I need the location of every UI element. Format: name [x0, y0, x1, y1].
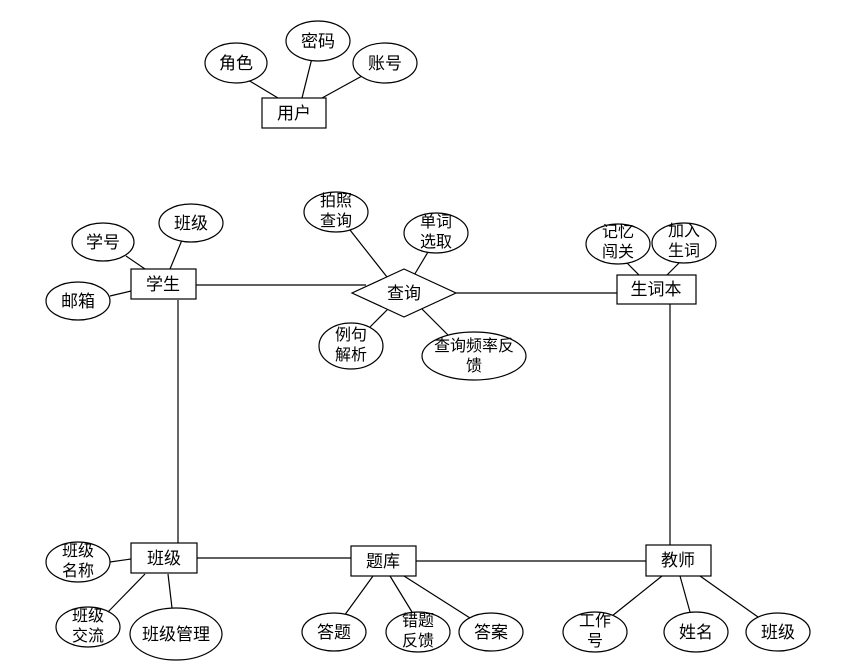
- entity-student-label: 学生: [146, 275, 180, 294]
- entity-vocab-book-label: 生词本: [631, 280, 682, 299]
- line-bank-wrong: [389, 575, 413, 613]
- svg-text:班级: 班级: [174, 214, 208, 233]
- relationship-query-label: 查询: [387, 284, 421, 303]
- attr-class-name: 班级 名称: [45, 541, 111, 583]
- svg-text:角色: 角色: [219, 54, 253, 73]
- svg-text:姓名: 姓名: [679, 623, 713, 642]
- line-query-example: [369, 308, 389, 328]
- connector-lines: [105, 57, 759, 619]
- line-vocab-add: [665, 261, 681, 277]
- line-class-manage: [167, 573, 173, 609]
- entity-class-label: 班级: [147, 549, 181, 568]
- line-vocab-memory: [625, 261, 641, 277]
- line-bank-answer: [343, 575, 374, 617]
- svg-text:账号: 账号: [368, 54, 402, 73]
- entity-user-label: 用户: [277, 104, 311, 123]
- svg-text:馈: 馈: [466, 357, 482, 375]
- svg-text:加入: 加入: [668, 222, 700, 240]
- line-teacher-name: [679, 575, 691, 613]
- attr-teacher-class: 班级: [745, 612, 811, 652]
- attr-student-class: 班级: [158, 203, 224, 243]
- svg-text:反馈: 反馈: [402, 632, 434, 650]
- svg-text:班级: 班级: [761, 623, 795, 642]
- attr-vocab-memory: 记忆 闯关: [585, 223, 651, 265]
- entity-teacher: 教师: [645, 544, 712, 577]
- line-user-password: [301, 57, 313, 99]
- entity-student: 学生: [130, 268, 197, 300]
- svg-text:班级: 班级: [72, 607, 104, 625]
- line-student-id: [125, 255, 146, 270]
- svg-text:查询频率反: 查询频率反: [434, 337, 514, 355]
- svg-text:拍照: 拍照: [320, 192, 352, 210]
- svg-text:密码: 密码: [301, 32, 335, 51]
- entity-user: 用户: [261, 97, 327, 129]
- attr-user-role: 角色: [204, 42, 268, 84]
- relationship-query: 查询: [350, 268, 458, 318]
- attr-query-feedback: 查询频率反 馈: [421, 331, 527, 381]
- svg-text:班级: 班级: [62, 542, 94, 560]
- attr-query-select: 单词 选取: [403, 212, 469, 254]
- attr-query-photo: 拍照 查询: [303, 191, 369, 233]
- svg-text:记忆: 记忆: [602, 223, 634, 241]
- line-student-class: [169, 239, 183, 270]
- entity-vocab-book: 生词本: [616, 274, 697, 305]
- line-user-role: [247, 79, 279, 99]
- line-bank-key: [403, 575, 471, 619]
- entity-teacher-label: 教师: [661, 551, 695, 570]
- svg-text:查询: 查询: [320, 212, 352, 230]
- svg-text:号: 号: [587, 632, 603, 650]
- attr-teacher-name: 姓名: [663, 611, 729, 653]
- attr-student-id: 学号: [71, 222, 135, 262]
- attr-user-password: 密码: [285, 20, 351, 62]
- svg-text:名称: 名称: [62, 562, 94, 580]
- svg-text:邮箱: 邮箱: [61, 292, 95, 311]
- line-user-account: [321, 75, 363, 99]
- entity-question-bank-label: 题库: [366, 552, 400, 571]
- line-query-photo: [349, 229, 388, 278]
- line-teacher-class: [699, 575, 759, 618]
- line-teacher-staff: [611, 575, 663, 617]
- entity-class: 班级: [130, 542, 198, 574]
- attr-class-chat: 班级 交流: [55, 606, 121, 648]
- line-query-select: [412, 251, 429, 278]
- line-student-email: [109, 290, 132, 297]
- svg-text:单词: 单词: [420, 213, 452, 231]
- line-query-feedback: [421, 308, 451, 338]
- attr-teacher-staff: 工作 号: [562, 611, 628, 653]
- line-class-chat: [105, 573, 146, 615]
- svg-text:生词: 生词: [668, 242, 700, 260]
- svg-text:答案: 答案: [474, 623, 508, 642]
- svg-text:解析: 解析: [335, 346, 367, 364]
- svg-text:错题: 错题: [402, 612, 434, 630]
- svg-text:工作: 工作: [579, 612, 611, 630]
- attr-bank-answer: 答题: [301, 612, 367, 652]
- attr-bank-key: 答案: [458, 612, 524, 652]
- svg-text:班级管理: 班级管理: [142, 625, 210, 644]
- svg-text:交流: 交流: [72, 627, 104, 645]
- svg-text:例句: 例句: [335, 326, 367, 344]
- svg-text:答题: 答题: [317, 623, 351, 642]
- svg-text:选取: 选取: [420, 233, 452, 251]
- attr-query-example: 例句 解析: [318, 322, 384, 370]
- attr-student-email: 邮箱: [45, 281, 111, 321]
- line-class-name: [109, 558, 132, 563]
- attr-class-manage: 班级管理: [129, 607, 223, 661]
- attr-user-account: 账号: [352, 42, 418, 84]
- attr-bank-wrong: 错题 反馈: [385, 611, 451, 653]
- entity-question-bank: 题库: [350, 545, 417, 577]
- svg-text:闯关: 闯关: [602, 243, 634, 261]
- svg-text:学号: 学号: [86, 233, 120, 252]
- attr-vocab-add: 加入 生词: [651, 222, 717, 264]
